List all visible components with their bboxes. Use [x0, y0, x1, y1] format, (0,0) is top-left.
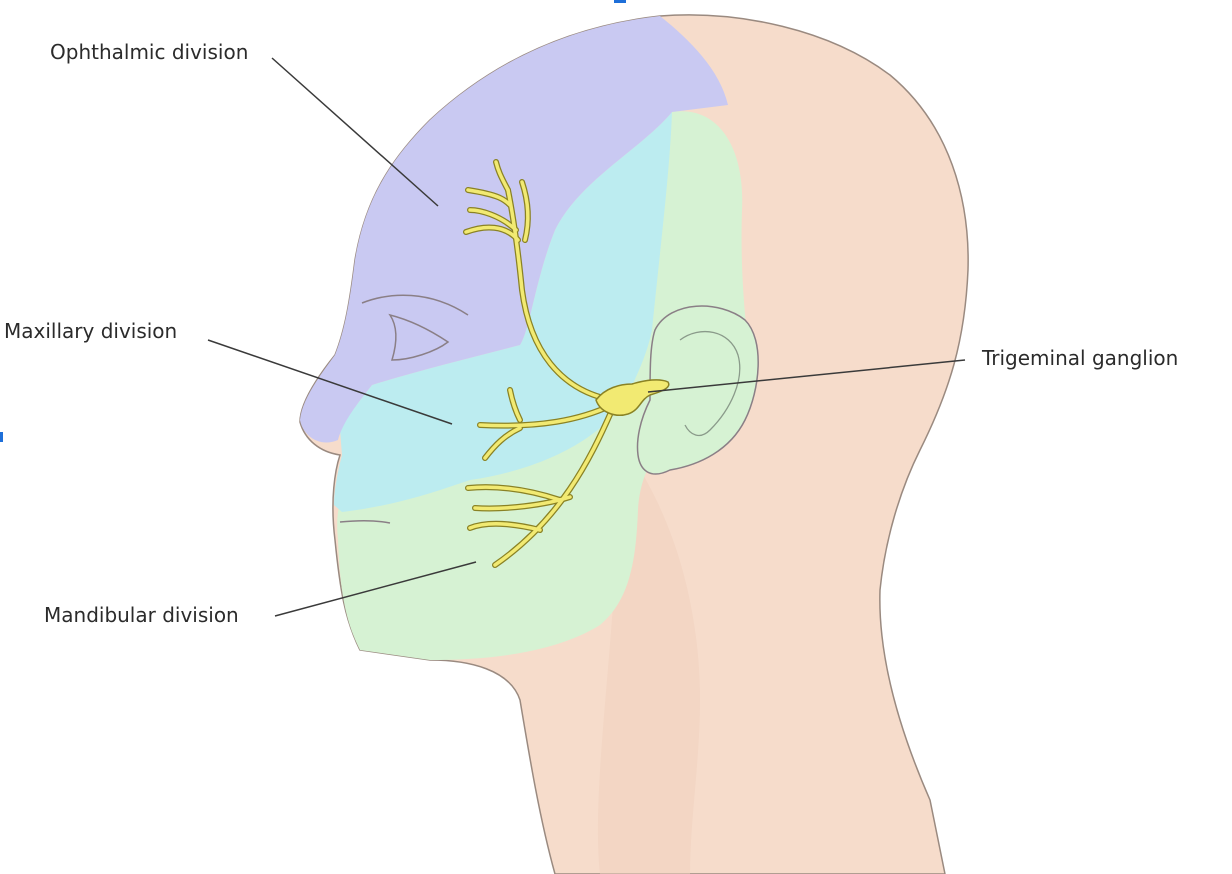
eyebrow — [361, 294, 469, 316]
ear-inner — [679, 330, 741, 437]
trigeminal-nerve-fill — [464, 160, 614, 567]
crop-edge-mark-top — [614, 0, 626, 3]
crop-edge-mark-left — [0, 432, 3, 442]
leader-maxillary — [207, 339, 453, 425]
leader-mandibular — [274, 561, 477, 617]
label-trigeminal-ganglion: Trigeminal ganglion — [982, 346, 1179, 370]
ear — [636, 305, 759, 475]
leader-ganglion — [647, 359, 966, 393]
label-ophthalmic-division: Ophthalmic division — [50, 40, 249, 64]
leader-ophthalmic — [271, 57, 439, 207]
eye — [388, 313, 450, 361]
label-maxillary-division: Maxillary division — [4, 319, 178, 343]
mandibular-region — [337, 111, 752, 661]
mouth — [339, 519, 391, 524]
leader-lines — [207, 57, 966, 617]
label-mandibular-division: Mandibular division — [44, 603, 239, 627]
